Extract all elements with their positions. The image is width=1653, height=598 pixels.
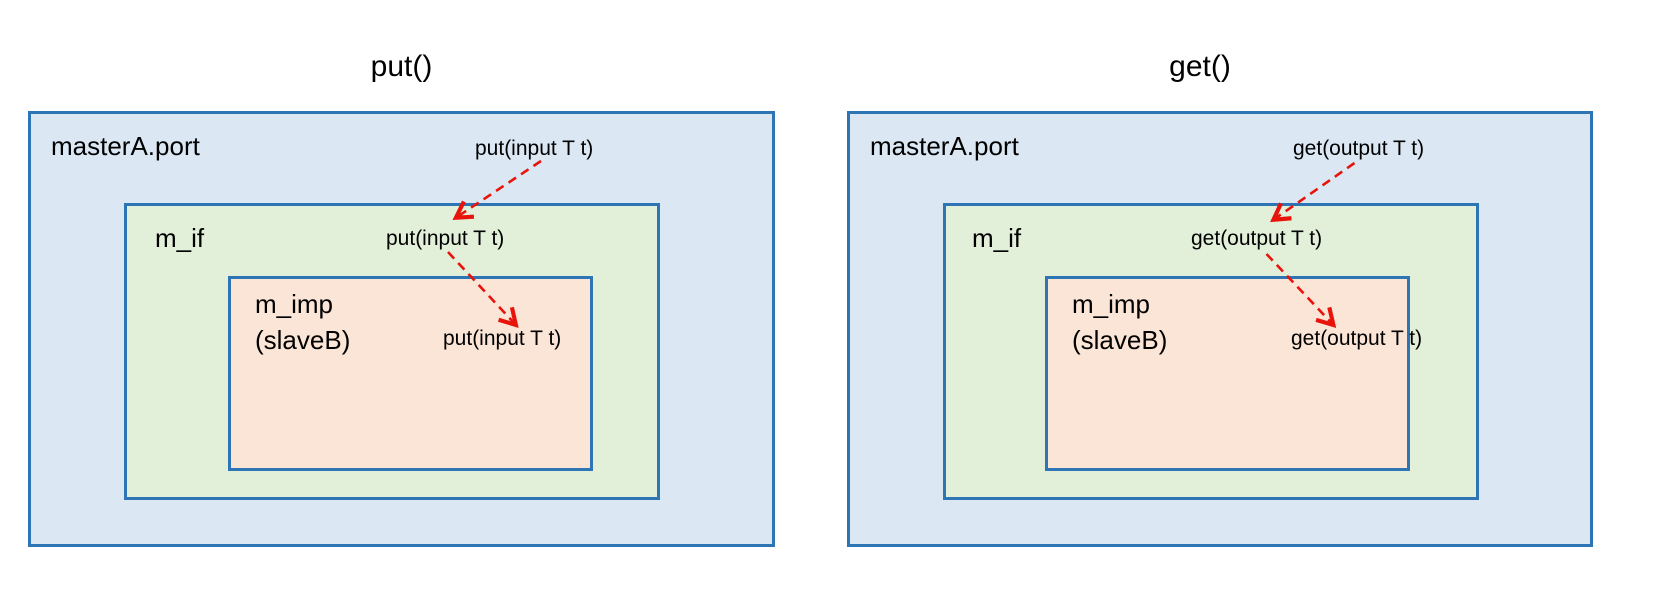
m-imp-label-line1: m_imp (1072, 289, 1151, 319)
m-imp-label-line1: m_imp (255, 289, 334, 319)
master-port-box: masterA.port m_if m_imp (slaveB) get(out… (847, 111, 1593, 547)
m-imp-label: m_imp (slaveB) (1072, 286, 1167, 358)
m-imp-label-line2: (slaveB) (255, 325, 351, 355)
get-diagram-title: get() (1169, 50, 1231, 83)
master-port-label: masterA.port (870, 131, 1019, 161)
get-call-imp-label: get(output T t) (1291, 327, 1423, 350)
put-call-port-label: put(input T t) (475, 137, 594, 160)
master-port-box: masterA.port m_if m_imp (slaveB) put(inp… (28, 111, 775, 547)
put-call-imp-label: put(input T t) (443, 327, 562, 350)
m-imp-box (1045, 276, 1410, 471)
get-call-if-label: get(output T t) (1191, 227, 1323, 250)
m-imp-label: m_imp (slaveB) (255, 286, 350, 358)
put-diagram-title: put() (370, 50, 433, 83)
get-call-port-label: get(output T t) (1293, 137, 1425, 160)
m-if-label: m_if (155, 223, 205, 253)
m-imp-box (228, 276, 593, 471)
master-port-label: masterA.port (51, 131, 200, 161)
m-imp-label-line2: (slaveB) (1072, 325, 1168, 355)
m-if-label: m_if (972, 223, 1022, 253)
get-diagram: get() masterA.port m_if m_imp (slaveB) g… (847, 0, 1593, 598)
put-diagram: put() masterA.port m_if m_imp (slaveB) p… (28, 0, 775, 598)
put-call-if-label: put(input T t) (386, 227, 505, 250)
